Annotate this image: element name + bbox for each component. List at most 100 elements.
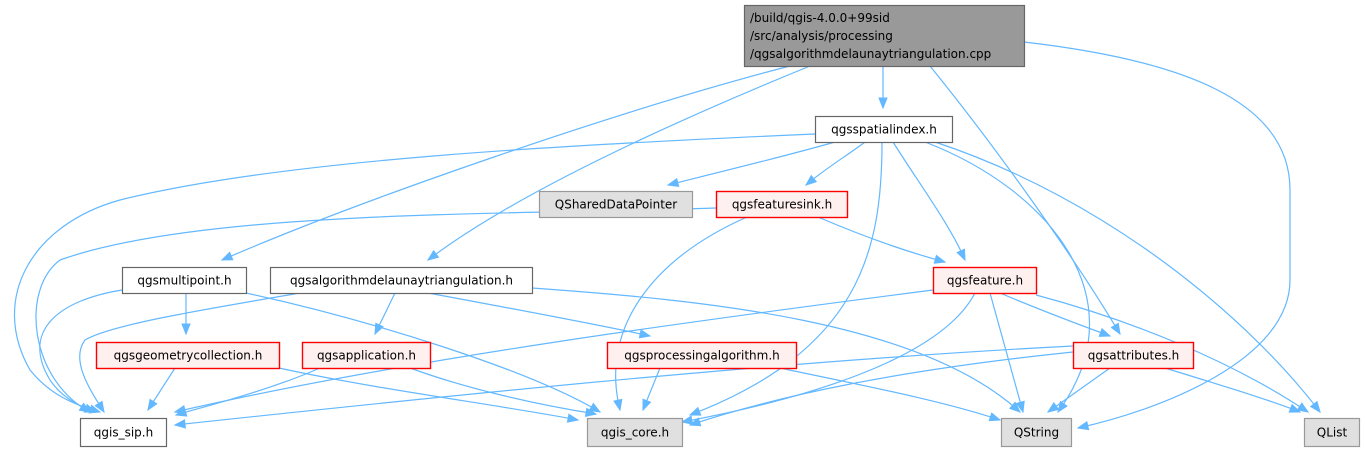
node-box xyxy=(715,190,849,219)
edge-line xyxy=(175,367,321,416)
edge-spatialindex-to-feature xyxy=(892,141,966,262)
node-label: /src/analysis/processing xyxy=(750,29,893,43)
arrowhead-icon xyxy=(688,417,702,427)
edge-line xyxy=(427,65,811,261)
edge-line xyxy=(531,287,1021,413)
node-label: qgsfeaturesink.h xyxy=(732,198,832,212)
edge-line xyxy=(615,216,748,411)
edge-attributes-to-qlist xyxy=(1164,367,1302,413)
node-label: qgsfeature.h xyxy=(947,274,1023,288)
edge-root-to-attributes xyxy=(929,65,1121,336)
node-label: qgsmultipoint.h xyxy=(137,274,231,288)
edge-line xyxy=(1023,41,1291,429)
edge-line xyxy=(689,351,1074,426)
node-attributes[interactable]: qgsattributes.h xyxy=(1072,341,1195,370)
edge-line xyxy=(929,65,1121,335)
node-box xyxy=(79,417,168,448)
node-label: /build/qgis-4.0.0+99sid xyxy=(750,11,890,25)
arrowhead-icon xyxy=(1296,402,1310,413)
node-box xyxy=(606,341,798,370)
node-label: qgsspatialindex.h xyxy=(831,123,937,137)
edge-line xyxy=(892,141,966,261)
edge-featuresink-to-sip xyxy=(35,207,717,413)
arrowhead-icon xyxy=(566,413,580,423)
arrowhead-icon xyxy=(956,248,966,262)
node-box xyxy=(743,4,1026,68)
node-spatialindex[interactable]: qgsspatialindex.h xyxy=(814,115,954,144)
edge-feature-to-qstring xyxy=(989,292,1025,414)
node-qlist[interactable]: QList xyxy=(1303,417,1361,448)
edge-line xyxy=(817,216,946,263)
edge-root-to-spatialindex xyxy=(878,66,888,110)
node-root[interactable]: /build/qgis-4.0.0+99sid/src/analysis/pro… xyxy=(743,4,1026,68)
node-geometrycollection[interactable]: qgsgeometrycollection.h xyxy=(95,341,281,370)
arrowhead-icon xyxy=(1110,322,1121,336)
arrowhead-icon xyxy=(374,322,384,336)
edge-line xyxy=(174,345,1074,426)
arrowhead-icon xyxy=(83,403,97,413)
node-box xyxy=(269,266,534,295)
edge-spatialindex-to-shareddatapointer xyxy=(666,141,836,188)
edge-attributes-to-qstring xyxy=(1046,367,1111,413)
node-featuresink[interactable]: qgsfeaturesink.h xyxy=(715,190,849,219)
edge-geometrycollection-to-core xyxy=(278,367,580,423)
edge-spatialindex-to-core xyxy=(688,141,883,416)
arrowhead-icon xyxy=(988,412,1002,422)
node-multipoint[interactable]: qgsmultipoint.h xyxy=(121,266,248,295)
edge-delaunayh-to-application xyxy=(374,292,396,336)
edge-root-to-delaunayh xyxy=(426,65,811,261)
edge-spatialindex-to-qlist xyxy=(934,141,1321,414)
edge-line xyxy=(779,367,1001,421)
edge-line xyxy=(245,292,601,413)
edge-feature-to-attributes xyxy=(999,292,1112,337)
node-box xyxy=(932,266,1038,295)
edges-layer xyxy=(14,41,1321,431)
edge-featuresink-to-feature xyxy=(817,216,947,264)
node-label: QSharedDataPointer xyxy=(555,198,678,212)
node-label: QString xyxy=(1014,426,1059,440)
arrowhead-icon xyxy=(1015,400,1025,414)
edge-application-to-core xyxy=(409,367,598,417)
node-label: qgsprocessingalgorithm.h xyxy=(624,349,780,363)
node-feature[interactable]: qgsfeature.h xyxy=(932,266,1038,295)
node-application[interactable]: qgsapplication.h xyxy=(301,341,432,370)
edge-delaunayh-to-sip xyxy=(79,292,301,414)
edge-spatialindex-to-featuresink xyxy=(804,141,866,186)
node-shareddatapointer[interactable]: QSharedDataPointer xyxy=(538,190,694,219)
node-box xyxy=(301,341,432,370)
arrowhead-icon xyxy=(220,251,234,261)
arrowhead-icon xyxy=(638,329,652,339)
edge-line xyxy=(999,292,1111,337)
arrowhead-icon xyxy=(666,177,680,188)
edge-delaunayh-to-processingalgorithm xyxy=(427,292,652,339)
arrowhead-icon xyxy=(1098,327,1112,337)
arrowhead-icon xyxy=(1288,403,1302,413)
arrowhead-icon xyxy=(613,398,623,412)
arrowhead-icon xyxy=(147,398,158,412)
edge-geometrycollection-to-sip xyxy=(147,367,176,412)
edge-root-to-multipoint xyxy=(220,65,791,261)
edge-multipoint-to-sip xyxy=(39,289,123,413)
edge-line xyxy=(35,207,717,413)
node-box xyxy=(586,417,684,448)
node-box xyxy=(121,266,248,295)
node-sip[interactable]: qgis_sip.h xyxy=(79,417,168,448)
arrowhead-icon xyxy=(584,407,598,417)
node-box xyxy=(1000,417,1073,448)
node-label: qgsgeometrycollection.h xyxy=(114,349,263,363)
arrowhead-icon xyxy=(94,400,105,414)
edge-line xyxy=(79,292,301,413)
node-delaunayh[interactable]: qgsalgorithmdelaunaytriangulation.h xyxy=(269,266,534,295)
edge-line xyxy=(989,292,1024,413)
node-qstring[interactable]: QString xyxy=(1000,417,1073,448)
edge-line xyxy=(39,289,123,413)
arrowhead-icon xyxy=(588,402,602,413)
node-box xyxy=(814,115,954,144)
node-processingalgorithm[interactable]: qgsprocessingalgorithm.h xyxy=(606,341,798,370)
node-core[interactable]: qgis_core.h xyxy=(586,417,684,448)
arrowhead-icon xyxy=(1057,400,1068,414)
arrowhead-icon xyxy=(181,323,191,336)
edge-line xyxy=(278,367,579,421)
arrowhead-icon xyxy=(1008,401,1022,413)
arrowhead-icon xyxy=(174,407,188,417)
